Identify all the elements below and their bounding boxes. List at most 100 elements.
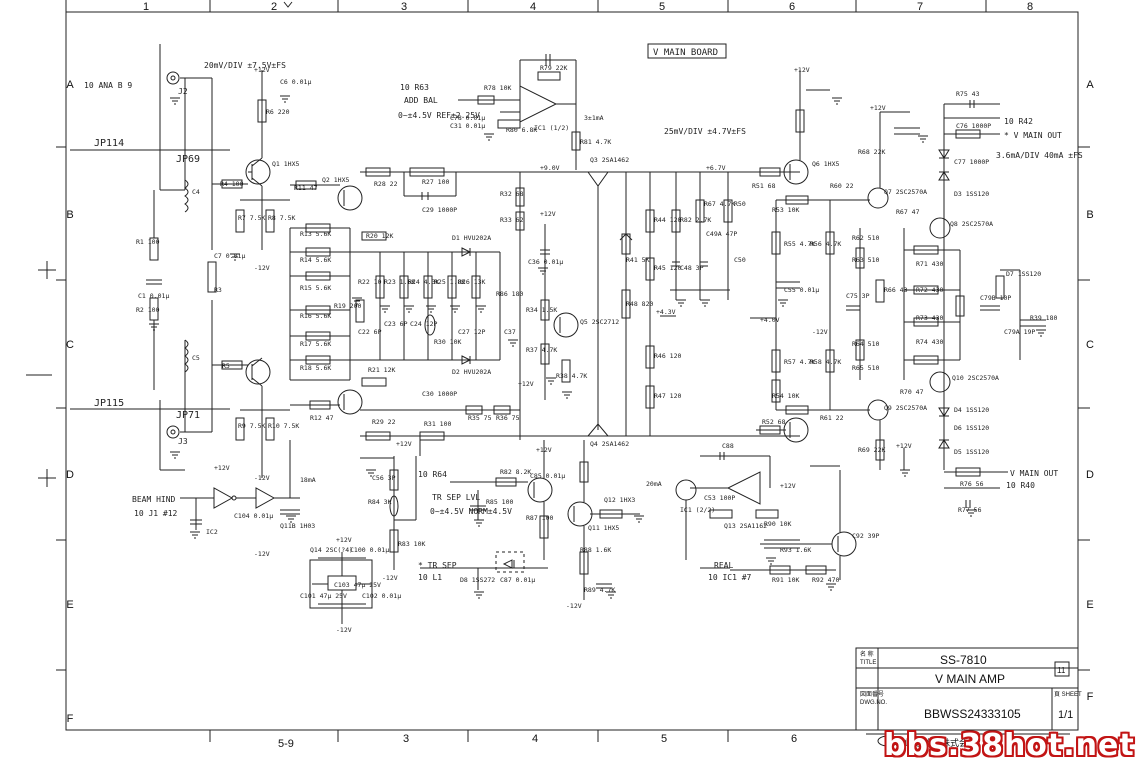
v-main-out-spec: 3.6mA/DIV 40mA ±FS xyxy=(996,151,1083,160)
label-q11b: C104 0.01µ xyxy=(234,512,273,520)
label-c22: C22 6P xyxy=(358,328,382,336)
label-d4: D3 1SS120 xyxy=(954,190,989,198)
row-label-d-right: D xyxy=(1086,469,1094,481)
watermark-text: bbs.38hot.net xyxy=(884,728,1135,763)
row-label-f-right: F xyxy=(1087,691,1094,703)
label-r52: R52 68 xyxy=(762,418,786,426)
rail-plus12-c: +12V xyxy=(518,380,534,388)
rail-minus12-f: -12V xyxy=(566,602,582,610)
row-label-b: B xyxy=(66,209,73,221)
label-r93: R92 470 xyxy=(812,576,839,584)
tr-sep-lvl-spec: 0~±4.5V NORM±4.5V xyxy=(430,507,512,516)
label-r90: Q13 2SA1162 xyxy=(724,522,767,530)
label-r66: R66 43 xyxy=(884,286,908,294)
label-q14: C92 39P xyxy=(852,532,879,540)
label-r33: R33 62 xyxy=(500,216,524,224)
col-label-6-bottom: 6 xyxy=(791,733,797,745)
label-r8: R8 7.5K xyxy=(268,214,295,222)
label-c79a: R39 180 xyxy=(1030,314,1057,322)
label-r32: R32 68 xyxy=(500,190,524,198)
label-c85: R85 100 xyxy=(486,498,513,506)
r40-ref: 10 R40 xyxy=(1006,481,1035,490)
label-r12: R12 47 xyxy=(310,414,334,422)
label-r31: R31 100 xyxy=(424,420,451,428)
drawing-frame xyxy=(65,11,1079,731)
label-r57: R57 4.7K xyxy=(784,358,815,366)
v-main-out-label: * V MAIN OUT xyxy=(1004,131,1062,140)
label-r18: R18 5.6K xyxy=(300,364,331,372)
rail-plus12-h: +12V xyxy=(896,442,912,450)
label-r22: R22 10 xyxy=(358,278,382,286)
label-r27: R27 100 xyxy=(422,178,449,186)
row-label-d: D xyxy=(66,469,74,481)
col-label-4: 4 xyxy=(530,1,536,13)
rail-plus12-g: +12V xyxy=(870,104,886,112)
rail-minus12-b: -12V xyxy=(812,328,828,336)
col-label-5-bottom: 5 xyxy=(661,733,667,745)
label-c77: R77 56 xyxy=(958,506,982,514)
label-c103: C102 0.01µ xyxy=(362,592,401,600)
rail-plus12-d: +12V xyxy=(396,440,412,448)
jp115-label: JP115 xyxy=(94,398,124,409)
current-18ma: 18mA xyxy=(300,476,316,484)
label-r35: R35 75 xyxy=(468,414,492,422)
jp71-label: JP71 xyxy=(176,410,200,421)
board-label: V MAIN BOARD xyxy=(653,48,718,58)
title-label-en: TITLE xyxy=(860,660,876,666)
col-label-2: 2 xyxy=(271,1,277,13)
rail-plus9: +9.0V xyxy=(540,164,560,172)
label-r54: R54 10K xyxy=(772,392,799,400)
rail-plus12-a: +12V xyxy=(254,66,270,74)
label-q9: Q9 2SC2570A xyxy=(884,404,927,412)
label-r30: R30 10K xyxy=(434,338,461,346)
label-c50: C50 xyxy=(734,256,746,264)
label-c37: C37 xyxy=(504,328,516,336)
label-r23: R23 1.5K xyxy=(384,278,415,286)
label-c6: C6 0.01µ xyxy=(280,78,311,86)
label-r44: R44 120 xyxy=(654,216,681,224)
label-r88: R87 100 xyxy=(526,514,553,522)
label-d6: D5 1SS120 xyxy=(954,448,989,456)
rail-minus12-d: -12V xyxy=(254,550,270,558)
label-r72: R72 430 xyxy=(916,286,943,294)
label-r69: R69 22K xyxy=(858,446,885,454)
dwg-label-en: DWG.NO. xyxy=(860,700,887,706)
label-c56: C75 3P xyxy=(846,292,870,300)
j2-spec: 20mV/DIV ±7.5V±FS xyxy=(204,61,286,70)
rail-minus12-a: -12V xyxy=(254,264,270,272)
label-c87: R89 4.7K xyxy=(584,586,615,594)
label-r73: R73 430 xyxy=(916,314,943,322)
input-connector-label: 10 ANA B 9 xyxy=(84,81,132,90)
v-main-out2-label: V MAIN OUT xyxy=(1010,469,1058,478)
col-label-3-bottom: 3 xyxy=(403,733,409,745)
label-c53: C88 xyxy=(722,442,734,450)
label-d7: D6 1SS120 xyxy=(954,424,989,432)
label-r53: R53 10K xyxy=(772,206,799,214)
page-number: 5-9 xyxy=(278,738,294,750)
row-label-a-right: A xyxy=(1086,79,1094,91)
label-r67-mid: R67 4.7K xyxy=(704,200,735,208)
r64-ref: 10 R64 xyxy=(418,470,447,479)
label-r63: R63 510 xyxy=(852,256,879,264)
label-r15: R15 5.6K xyxy=(300,284,331,292)
label-r21: R21 12K xyxy=(368,366,395,374)
label-c104: IC2 xyxy=(206,528,218,536)
col-label-4-bottom: 4 xyxy=(532,733,538,745)
j1-ref: 10 J1 #12 xyxy=(134,509,178,518)
label-r17: R17 5.6K xyxy=(300,340,331,348)
mid-scope-spec: 25mV/DIV ±4.7V±FS xyxy=(664,127,746,136)
label-r58: R58 4.7K xyxy=(810,358,841,366)
label-r37: R37 4.7K xyxy=(526,346,557,354)
label-r82: R83 10K xyxy=(398,540,425,548)
board-label-box xyxy=(647,43,727,59)
row-label-c-right: C xyxy=(1086,339,1094,351)
label-c78: C78 0.01µ xyxy=(450,114,485,122)
label-r56: R56 4.7K xyxy=(810,240,841,248)
label-r82-mid: R82 2.7K xyxy=(680,216,711,224)
label-r26: R26 13K xyxy=(458,278,485,286)
label-r7: R7 7.5K xyxy=(238,214,265,222)
l1-ref: 10 L1 xyxy=(418,573,442,582)
rail-plus12-f: +12V xyxy=(794,66,810,74)
label-r50: R50 xyxy=(734,200,746,208)
